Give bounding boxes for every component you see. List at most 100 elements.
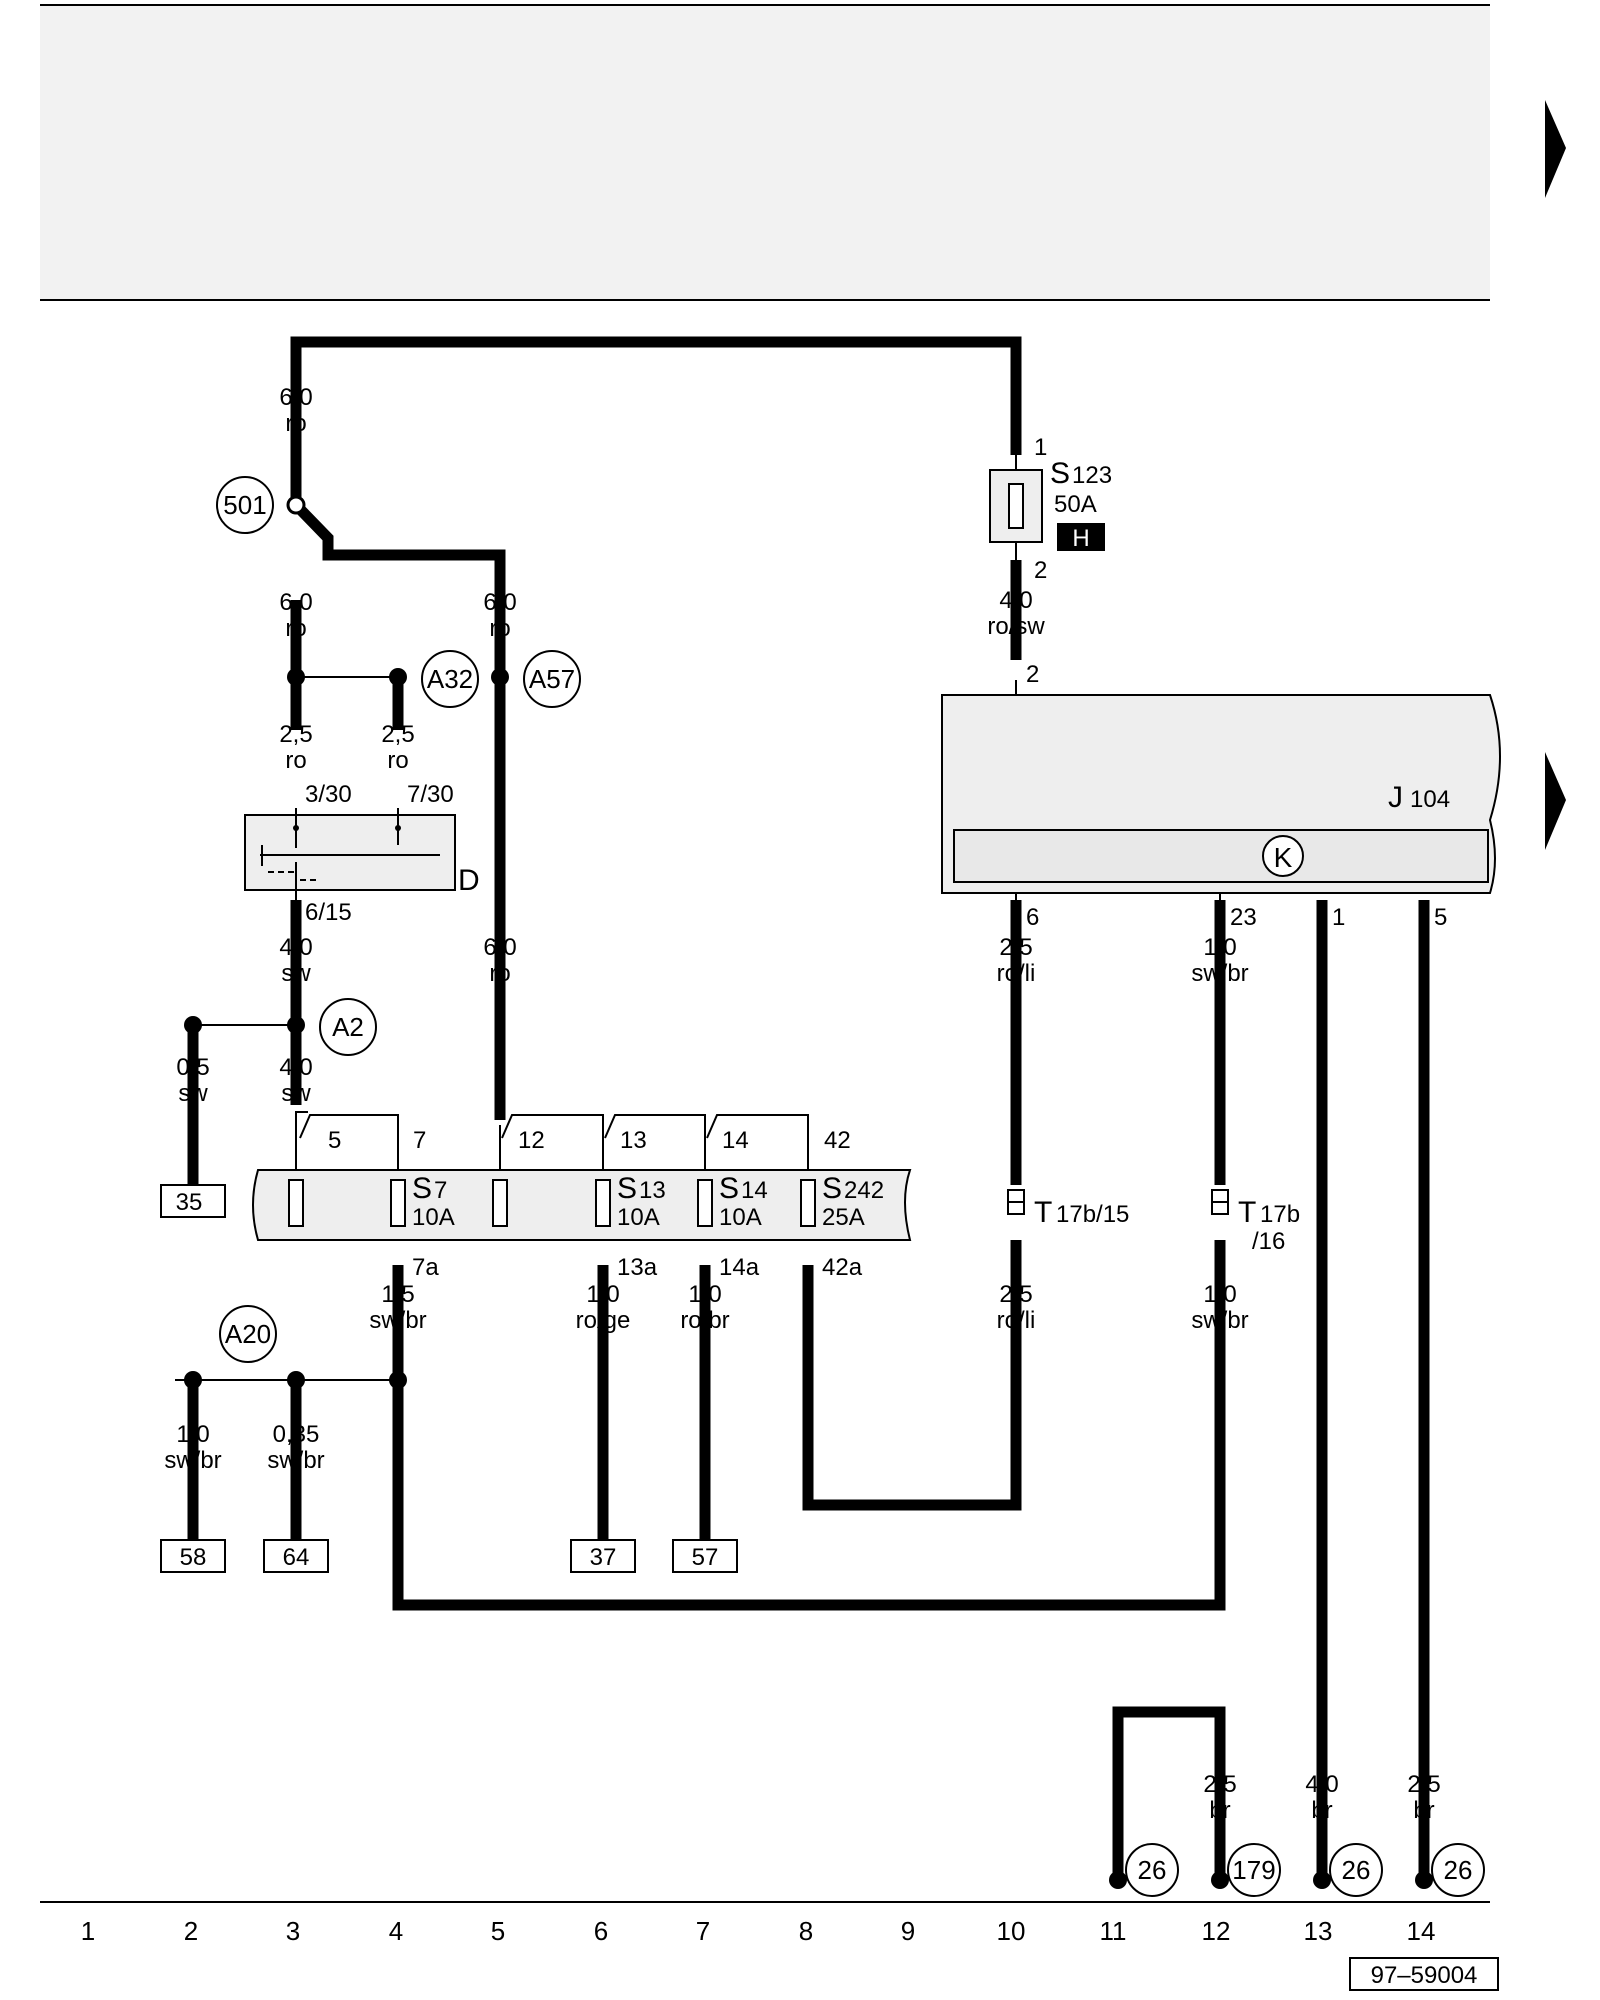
svg-text:2,5: 2,5 (279, 721, 312, 748)
wire-label: 2,5br (1407, 1771, 1440, 1824)
j104-pin-5: 5 (1434, 904, 1447, 931)
wire-label: 4,0ro/sw (987, 587, 1045, 640)
svg-text:2,5: 2,5 (1407, 1771, 1440, 1798)
svg-text:sw/br: sw/br (164, 1447, 221, 1474)
s123-badge: H (1072, 525, 1089, 552)
fuse-pin-in-13: 13 (620, 1127, 647, 1154)
svg-text:1,5: 1,5 (381, 1281, 414, 1308)
svg-text:58: 58 (180, 1544, 207, 1571)
j104-pin-in: 2 (1026, 661, 1039, 688)
ref-box-57: 57 (672, 1539, 738, 1573)
wire-label: 1,0sw/br (1191, 934, 1248, 987)
relay-j104: K J 104 2 6 23 1 5 (941, 661, 1501, 931)
fuse-s242-sub: 242 (844, 1177, 884, 1204)
wire-label: 1,0sw/br (164, 1421, 221, 1474)
svg-text:sw/br: sw/br (1191, 1307, 1248, 1334)
circle-refs: 501 A32 A57 A2 A20 26 179 26 26 (216, 476, 1485, 1897)
svg-text:0,35: 0,35 (273, 1421, 320, 1448)
ref-circle-179: 179 (1227, 1843, 1281, 1897)
s123-name: S (1050, 457, 1070, 490)
column-number: 9 (901, 1916, 915, 1946)
fuse-s14-name: S (719, 1172, 739, 1205)
wire-label: 1,0ro/ge (576, 1281, 631, 1334)
wire-label: 4,0br (1305, 1771, 1338, 1824)
fuse-pin-out-14a: 14a (719, 1254, 760, 1281)
wire-labels: 6,0ro 6,0ro 6,0ro 2,5ro 2,5ro 4,0sw 6,0r… (164, 384, 1440, 1824)
wire-label: 1,0sw/br (1191, 1281, 1248, 1334)
wire-col10-lower (802, 1240, 1022, 1511)
ref-circle-a2: A2 (319, 998, 377, 1056)
fuse-s242-rating: 25A (822, 1204, 865, 1231)
svg-text:ro/li: ro/li (997, 960, 1036, 987)
fuse-s13-rating: 10A (617, 1204, 660, 1231)
s123-pin-in: 1 (1034, 434, 1047, 461)
svg-text:6,0: 6,0 (483, 934, 516, 961)
column-number: 14 (1407, 1916, 1436, 1946)
svg-text:0,5: 0,5 (176, 1054, 209, 1081)
svg-text:179: 179 (1232, 1855, 1275, 1885)
svg-text:6,0: 6,0 (483, 589, 516, 616)
fuse-s7-sub: 7 (434, 1177, 447, 1204)
column-number: 12 (1202, 1916, 1231, 1946)
t17b16-sub: 17b (1260, 1201, 1300, 1228)
svg-text:ro: ro (285, 410, 306, 437)
fuse-s7-rating: 10A (412, 1204, 455, 1231)
figure-id: 97–59004 (1349, 1957, 1499, 1991)
svg-text:64: 64 (283, 1544, 310, 1571)
svg-text:26: 26 (1138, 1855, 1167, 1885)
ref-box-64: 64 (263, 1539, 329, 1573)
wire-label: 1,5sw/br (369, 1281, 426, 1334)
svg-text:1,0: 1,0 (1203, 934, 1236, 961)
svg-text:501: 501 (223, 490, 266, 520)
column-number: 13 (1304, 1916, 1333, 1946)
column-number: 6 (594, 1916, 608, 1946)
fuse-s14-sub: 14 (741, 1177, 768, 1204)
wire-loop-top (290, 336, 1022, 505)
wire-col12-lower (392, 1240, 1226, 1611)
wire-label: 2,5ro/li (997, 1281, 1036, 1334)
wire-label: 2,5ro (279, 721, 312, 774)
svg-text:ro/ge: ro/ge (576, 1307, 631, 1334)
fuse-box: 5 7 12 13 14 42 S 7 10A S 13 10A S 14 10… (252, 1127, 912, 1281)
column-number: 7 (696, 1916, 710, 1946)
svg-text:1,0: 1,0 (1203, 1281, 1236, 1308)
j104-pin-23: 23 (1230, 904, 1257, 931)
svg-text:6,0: 6,0 (279, 384, 312, 411)
wire-label: 6,0ro (279, 589, 312, 642)
svg-text:ro: ro (489, 615, 510, 642)
fuse-pin-out-42a: 42a (822, 1254, 863, 1281)
wire-label: 6,0ro (279, 384, 312, 437)
svg-text:ro: ro (285, 747, 306, 774)
wire-label: 0,5sw (176, 1054, 209, 1107)
svg-text:26: 26 (1342, 1855, 1371, 1885)
svg-text:A20: A20 (225, 1319, 271, 1349)
wire-label: 2,5br (1203, 1771, 1236, 1824)
wire-label: 6,0ro (483, 589, 516, 642)
svg-text:br: br (1209, 1797, 1230, 1824)
ref-box-58: 58 (160, 1539, 226, 1573)
wire-label: 4,0sw (279, 1054, 312, 1107)
ref-circle-a20: A20 (219, 1305, 277, 1363)
wire-branch-501 (292, 501, 506, 680)
svg-text:37: 37 (590, 1544, 617, 1571)
box-refs: 35 58 64 37 57 (160, 1184, 738, 1573)
ref-box-37: 37 (570, 1539, 636, 1573)
j104-sub: 104 (1410, 786, 1450, 813)
column-number: 4 (389, 1916, 403, 1946)
svg-text:2,5: 2,5 (1203, 1771, 1236, 1798)
svg-text:ro/li: ro/li (997, 1307, 1036, 1334)
figure-id-text: 97–59004 (1371, 1962, 1478, 1989)
j104-name: J (1388, 781, 1403, 814)
svg-text:1,0: 1,0 (586, 1281, 619, 1308)
svg-text:A2: A2 (332, 1012, 364, 1042)
svg-text:2,5: 2,5 (999, 1281, 1032, 1308)
svg-text:4,0: 4,0 (279, 1054, 312, 1081)
s123-pin-out: 2 (1034, 557, 1047, 584)
svg-text:ro: ro (285, 615, 306, 642)
column-number: 5 (491, 1916, 505, 1946)
svg-text:4,0: 4,0 (279, 934, 312, 961)
svg-text:ro: ro (387, 747, 408, 774)
connector-t17b-16: T 17b /16 (1211, 1189, 1300, 1255)
